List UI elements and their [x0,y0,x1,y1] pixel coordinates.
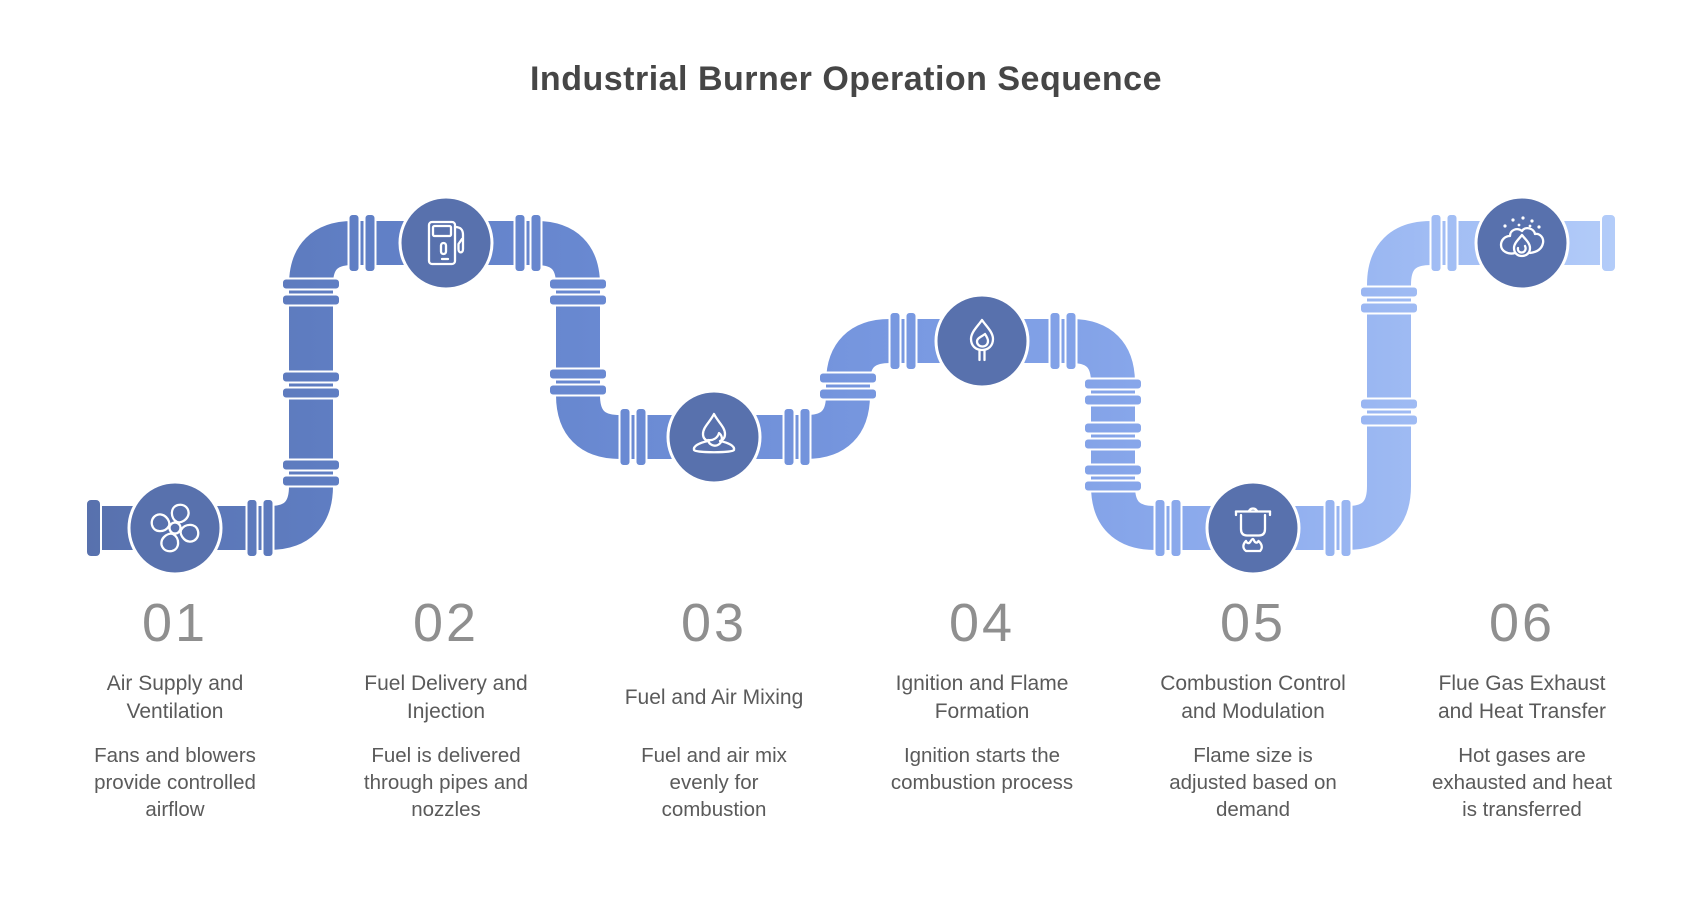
step-3-description: Fuel and air mix evenly for combustion [641,744,787,821]
step-6-column: 06 Flue Gas Exhaust and Heat Transfer Ho… [1414,596,1630,823]
step-1-node [127,480,223,576]
step-3-number: 03 [680,593,748,653]
step-4-title: Ignition and Flame Formation [895,672,1069,723]
flue-gas-cloud-icon [1499,216,1545,258]
step-5-number: 05 [1219,593,1287,653]
step-2-description: Fuel is delivered through pipes and nozz… [363,744,529,821]
step-2-title: Fuel Delivery and Injection [364,672,528,723]
step-2-number: 02 [412,593,480,653]
pipe-couplings [245,213,1459,558]
step-4-node [934,293,1030,389]
step-6-description: Hot gases are exhausted and heat is tran… [1431,744,1613,821]
step-2-column: 02 Fuel Delivery and Injection Fuel is d… [338,596,554,823]
step-4-number: 04 [948,593,1016,653]
step-3-column: 03 Fuel and Air Mixing Fuel and air mix … [606,596,822,823]
pipe-start-cap [85,498,102,558]
step-4-column: 04 Ignition and Flame Formation Ignition… [874,596,1090,796]
page-title: Industrial Burner Operation Sequence [529,60,1162,98]
pot-on-flame-icon [1234,507,1272,553]
step-6-title: Flue Gas Exhaust and Heat Transfer [1437,672,1607,723]
step-1-description: Fans and blowers provide controlled airf… [94,744,256,821]
step-4-description: Ignition starts the combustion process [890,744,1074,794]
step-1-column: 01 Air Supply and Ventilation Fans and b… [67,596,283,823]
step-2-node [398,195,494,291]
pipe-end-cap [1600,213,1617,273]
step-5-column: 05 Combustion Control and Modulation Fla… [1145,596,1361,823]
step-6-node [1474,195,1570,291]
fuel-pump-icon [427,220,465,266]
step-1-title: Air Supply and Ventilation [106,672,244,723]
step-5-title: Combustion Control and Modulation [1160,672,1346,723]
step-1-number: 01 [141,593,209,653]
step-3-title: Fuel and Air Mixing [624,686,804,709]
bonfire-flame-icon [692,412,736,454]
ignition-flame-icon [969,318,995,362]
step-5-node [1205,480,1301,576]
fan-icon [150,503,200,553]
step-3-node [666,389,762,485]
step-6-number: 06 [1488,593,1556,653]
step-5-description: Flame size is adjusted based on demand [1169,744,1337,821]
